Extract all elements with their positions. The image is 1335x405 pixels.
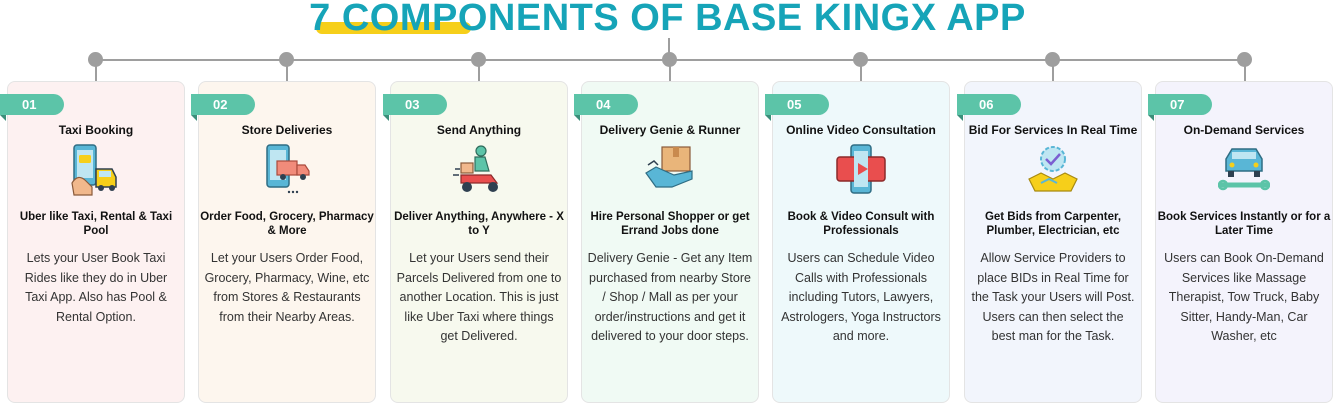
card-subtitle: Deliver Anything, Anywhere - X to Y (394, 211, 564, 237)
component-card-video-consultation (772, 81, 950, 403)
timeline-stem (95, 62, 97, 82)
timeline-dot (1237, 52, 1252, 67)
card-description: Let your Users Order Food, Grocery, Phar… (204, 251, 370, 324)
card-title: Send Anything (436, 123, 522, 137)
card-number-badge: 01 (0, 94, 64, 121)
timeline-stem (286, 62, 288, 82)
card-description: Let your Users send their Parcels Delive… (396, 251, 562, 343)
timeline-dot (471, 52, 486, 67)
component-card-store-deliveries (198, 81, 376, 403)
page-title-text: 7 COMPONENTS OF BASE KINGX APP (309, 0, 1026, 39)
card-description: Delivery Genie - Get any Item purchased … (587, 251, 753, 343)
card-description: Users can Book On-Demand Services like M… (1164, 251, 1324, 343)
card-description: Lets your User Book Taxi Rides like they… (24, 251, 168, 324)
component-card-send-anything (390, 81, 568, 403)
component-card-delivery-genie (581, 81, 759, 403)
card-title: Online Video Consultation (786, 123, 936, 137)
timeline-dot (279, 52, 294, 67)
store-delivery-icon (266, 144, 310, 194)
component-card-bid-services (964, 81, 1142, 403)
taxi-booking-icon (71, 144, 117, 196)
handshake-bid-icon (1028, 146, 1078, 192)
card-subtitle: Uber like Taxi, Rental & Taxi Pool (19, 211, 173, 237)
card-description: Allow Service Providers to place BIDs in… (971, 251, 1135, 343)
timeline-dot (662, 52, 677, 67)
card-number-badge: 07 (1148, 94, 1212, 121)
courier-scooter-icon (453, 145, 499, 192)
card-number-badge: 03 (383, 94, 447, 121)
timeline-center-stem (668, 38, 670, 60)
card-title: Store Deliveries (241, 123, 333, 137)
card-title: Bid For Services In Real Time (968, 123, 1138, 137)
card-subtitle: Hire Personal Shopper or get Errand Jobs… (590, 211, 750, 237)
component-card-on-demand-services (1155, 81, 1333, 403)
timeline-dot (853, 52, 868, 67)
timeline-stem (1244, 62, 1246, 82)
timeline-stem (478, 62, 480, 82)
card-number-badge: 04 (574, 94, 638, 121)
component-card-taxi-booking (7, 81, 185, 403)
card-title: On-Demand Services (1183, 123, 1305, 137)
timeline-stem (1052, 62, 1054, 82)
card-subtitle: Get Bids from Carpenter, Plumber, Electr… (984, 211, 1122, 237)
card-title: Delivery Genie & Runner (599, 123, 741, 137)
parcel-hand-icon (645, 146, 693, 188)
card-number-badge: 02 (191, 94, 255, 121)
card-description: Users can Schedule Video Calls with Prof… (781, 251, 941, 343)
timeline-dot (1045, 52, 1060, 67)
card-number-badge: 06 (957, 94, 1021, 121)
card-subtitle: Order Food, Grocery, Pharmacy & More (200, 211, 374, 237)
card-subtitle: Book Services Instantly or for a Later T… (1157, 211, 1331, 237)
timeline-dot (88, 52, 103, 67)
timeline-stem (669, 62, 671, 82)
card-number-badge: 05 (765, 94, 829, 121)
card-subtitle: Book & Video Consult with Professionals (787, 211, 935, 237)
car-wrench-icon (1218, 148, 1270, 191)
video-call-icon (836, 144, 886, 194)
card-title: Taxi Booking (58, 123, 134, 137)
timeline-stem (860, 62, 862, 82)
page-title: 7 COMPONENTS OF BASE KINGX APP (0, 0, 1335, 40)
